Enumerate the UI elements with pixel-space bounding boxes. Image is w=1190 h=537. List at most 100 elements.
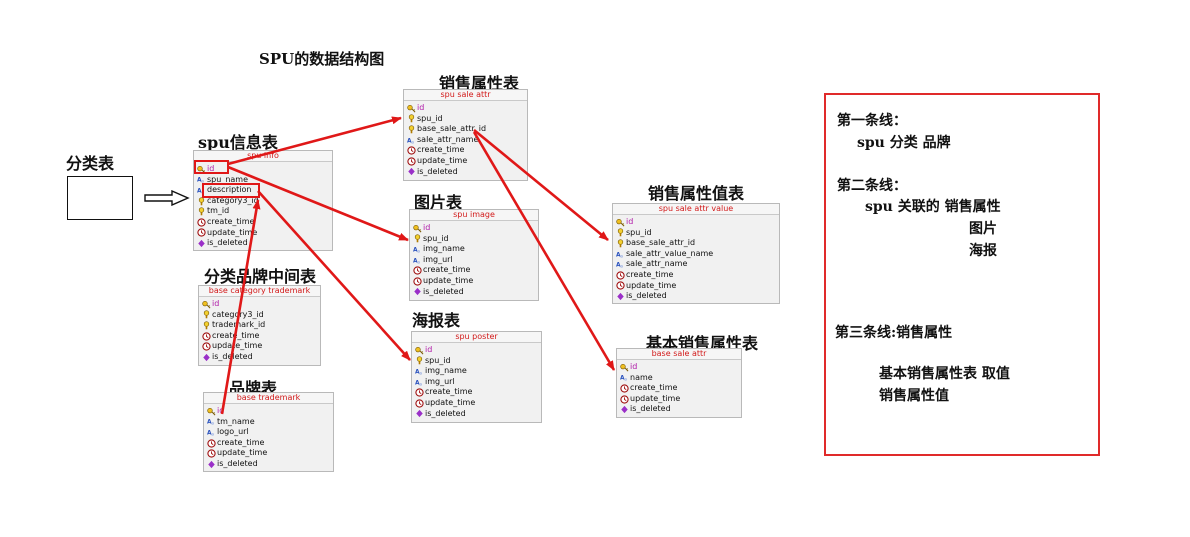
note-line2-item3: 海报 (969, 243, 997, 259)
highlight-description-box (202, 183, 260, 198)
field-name: img_name (425, 366, 467, 376)
key-icon (207, 407, 216, 416)
table-field: id (413, 223, 538, 234)
field-name: spu_name (207, 174, 249, 184)
field-name: logo_url (217, 427, 249, 437)
category-label: 分类表 (66, 154, 115, 173)
table-field: create_time (207, 438, 333, 449)
svg-text:A: A (413, 247, 418, 253)
field-name: tm_name (217, 416, 255, 426)
table-field: create_time (415, 387, 541, 398)
note-line3-item2: 销售属性值 (879, 388, 949, 404)
note-line2-text: spu 关联的 销售属性 (865, 199, 1001, 215)
field-name: create_time (207, 216, 255, 226)
key-icon (202, 300, 211, 309)
notes-panel: 第一条线： spu 分类 品牌 第二条线： spu 关联的 销售属性 图片 海报… (824, 93, 1100, 456)
table-field: update_time (415, 398, 541, 409)
field-name: spu_id (423, 233, 449, 243)
table-field: is_deleted (207, 459, 333, 470)
base-category-trademark-title: 分类品牌中间表 (204, 267, 317, 286)
clock-icon (202, 342, 211, 351)
field-name: is_deleted (212, 351, 253, 361)
table-header: base category trademark (199, 286, 320, 297)
table-header: spu sale attr (404, 90, 527, 101)
field-name: spu_id (417, 113, 443, 123)
field-name: sale_attr_name (626, 259, 688, 269)
table-field: update_time (620, 394, 741, 405)
note-line1-title: 第一条线： (837, 113, 907, 129)
clock-icon (620, 394, 629, 404)
svg-text:a: a (620, 264, 623, 269)
foreign-key-icon (202, 321, 211, 330)
foreign-key-icon (407, 125, 416, 134)
field-name: is_deleted (423, 286, 464, 296)
table-field: spu_id (407, 114, 527, 125)
table-field: update_time (207, 448, 333, 459)
table-header: base trademark (204, 393, 333, 404)
field-name: create_time (217, 437, 265, 447)
foreign-key-icon (407, 114, 416, 123)
key-icon (407, 104, 416, 113)
diamond-icon (202, 353, 211, 362)
svg-text:A: A (415, 369, 420, 375)
svg-text:a: a (411, 139, 414, 144)
clock-icon (413, 266, 422, 275)
svg-text:A: A (620, 376, 625, 382)
table-field: id (407, 103, 527, 114)
field-name: id (423, 223, 431, 232)
svg-text:a: a (620, 253, 623, 258)
field-name: sale_attr_name (417, 134, 479, 144)
field-name: is_deleted (207, 238, 248, 248)
key-icon (413, 224, 422, 233)
key-icon (616, 218, 625, 227)
svg-text:a: a (419, 371, 422, 376)
hollow-arrow-icon (144, 190, 190, 206)
table-field: tm_id (197, 206, 332, 217)
spu-sale-attr-title: 销售属性表 (439, 74, 520, 93)
table-field: id (202, 299, 320, 310)
table-field: trademark_id (202, 320, 320, 331)
table-field: create_time (616, 270, 779, 281)
field-name: create_time (425, 387, 473, 397)
clock-icon (413, 277, 422, 286)
table-field: spu_id (415, 356, 541, 367)
field-name: update_time (630, 393, 681, 403)
table-field: is_deleted (616, 291, 779, 302)
clock-icon (415, 399, 424, 408)
note-line1-text: spu 分类 品牌 (857, 135, 951, 151)
note-line3-title: 第三条线:销售属性 (835, 325, 953, 341)
diamond-icon (620, 405, 629, 414)
clock-icon (207, 449, 216, 458)
foreign-key-icon (415, 356, 424, 365)
table-header: spu image (410, 210, 538, 221)
svg-text:A: A (616, 262, 621, 268)
note-line2-title: 第二条线： (837, 178, 907, 194)
foreign-key-icon (413, 234, 422, 243)
svg-text:a: a (419, 381, 422, 386)
foreign-key-icon (616, 228, 625, 237)
note-line2-item2: 图片 (969, 221, 997, 237)
table-field: spu_id (616, 228, 779, 239)
diamond-icon (407, 167, 416, 176)
table-field: category3_id (202, 310, 320, 321)
table-field: id (207, 406, 333, 417)
field-name: tm_id (207, 206, 230, 216)
field-name: update_time (217, 448, 268, 458)
category-box (67, 176, 133, 220)
